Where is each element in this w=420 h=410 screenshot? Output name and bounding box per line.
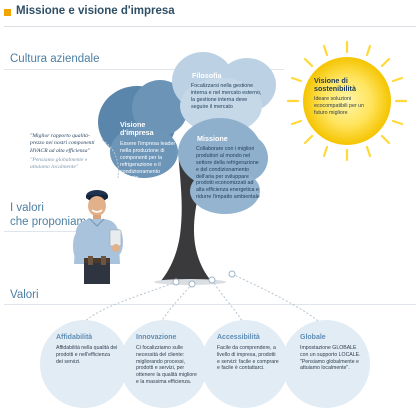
quote-line-1: "Miglior rapporto qualità-prezzo nei nos…: [30, 133, 95, 154]
value-text-accessibility: Facile da comprendere, a livello di impr…: [217, 345, 279, 372]
section-divider: [4, 231, 84, 232]
section-values: Valori: [10, 289, 39, 301]
page-title: Missione e visione d'impresa: [16, 5, 175, 17]
mission-text: Collaborare con i migliori produttori al…: [196, 146, 260, 201]
vision-title: Visione d'impresa: [120, 120, 154, 138]
title-divider: [4, 26, 416, 27]
philosophy-text: Focalizzarsi nella gestione interna e ne…: [191, 83, 262, 110]
value-title-accessibility: Accessibilità: [217, 334, 260, 341]
value-title-reliability: Affidabilità: [56, 334, 93, 341]
sun-text: Ideare soluzioni ecocompatibili per un f…: [314, 96, 365, 116]
cloud-puff: [190, 168, 260, 214]
quote-block: "Miglior rapporto qualità-prezzo nei nos…: [30, 133, 102, 171]
quote-line-2: "Pensiamo globalmente e attuiamo localme…: [30, 156, 88, 171]
sun-icon: [286, 40, 408, 162]
value-circle-global: [282, 320, 370, 408]
section-divider: [4, 304, 416, 305]
section-values-we-propose: I valori che proponiamo: [10, 202, 93, 229]
value-circle-reliability: [40, 320, 128, 408]
value-text-global: Impostazione GLOBALE con un supporto LOC…: [300, 345, 361, 372]
quote-arrow: [101, 139, 119, 179]
mission-title: Missione: [197, 134, 228, 143]
title-bullet-icon: [4, 9, 11, 16]
value-title-global: Globale: [300, 334, 326, 341]
cloud-puff: [110, 126, 178, 178]
philosophy-title: Filosofia: [192, 71, 222, 80]
section-culture: Cultura aziendale: [10, 53, 100, 65]
sun-title: Visione di sostenibilità: [314, 76, 356, 94]
tree-roots: [81, 270, 323, 325]
value-circle-accessibility: [201, 320, 289, 408]
technician-image: [73, 190, 123, 284]
value-circle-innovation: [120, 320, 208, 408]
vision-text: Essere l'impresa leader nella produzione…: [120, 141, 176, 182]
value-text-reliability: Affidabilità nella qualità dei prodotti …: [56, 345, 118, 365]
value-title-innovation: Innovazione: [136, 334, 177, 341]
section-divider: [4, 69, 284, 70]
value-text-innovation: Ci focalizziamo sulle necessità del clie…: [136, 345, 197, 385]
